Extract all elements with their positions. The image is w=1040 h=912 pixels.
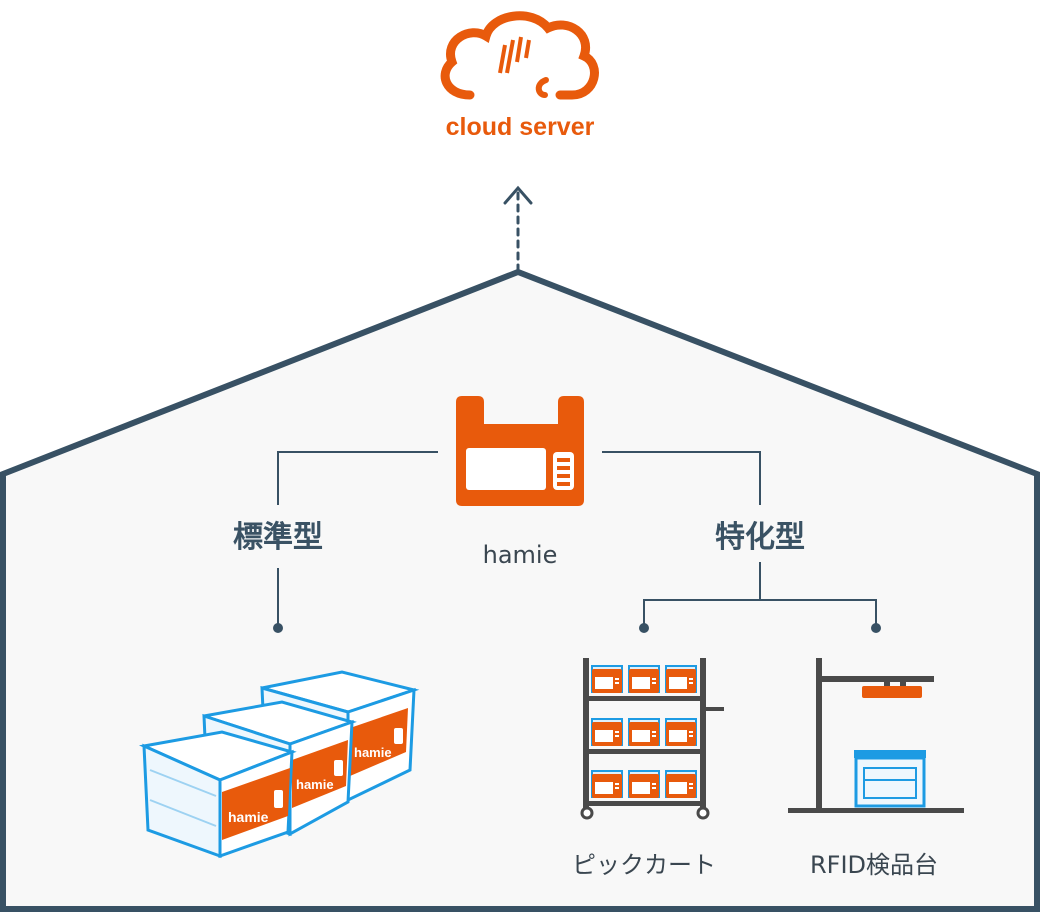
svg-text:hamie: hamie — [354, 745, 392, 760]
connector-dot — [871, 623, 881, 633]
pick-cart-label: ピックカート — [572, 851, 716, 879]
connector-dot — [273, 623, 283, 633]
connector-lines — [277, 451, 877, 628]
svg-text:hamie: hamie — [296, 777, 334, 792]
cloud-server-label: cloud server — [446, 113, 595, 141]
hamie-boxes-icon: hamie hamie hamie — [138, 670, 420, 859]
hamie-label: hamie — [483, 541, 558, 569]
specialized-type-label: 特化型 — [715, 520, 805, 555]
standard-type-label: 標準型 — [233, 520, 323, 555]
cloud-icon — [440, 11, 599, 100]
rfid-station-icon — [788, 658, 964, 813]
connector-dot — [639, 623, 649, 633]
hamie-device-icon — [456, 396, 584, 506]
rfid-station-label: RFID検品台 — [810, 851, 938, 879]
pick-cart-icon — [580, 658, 724, 820]
svg-text:hamie: hamie — [228, 809, 269, 825]
